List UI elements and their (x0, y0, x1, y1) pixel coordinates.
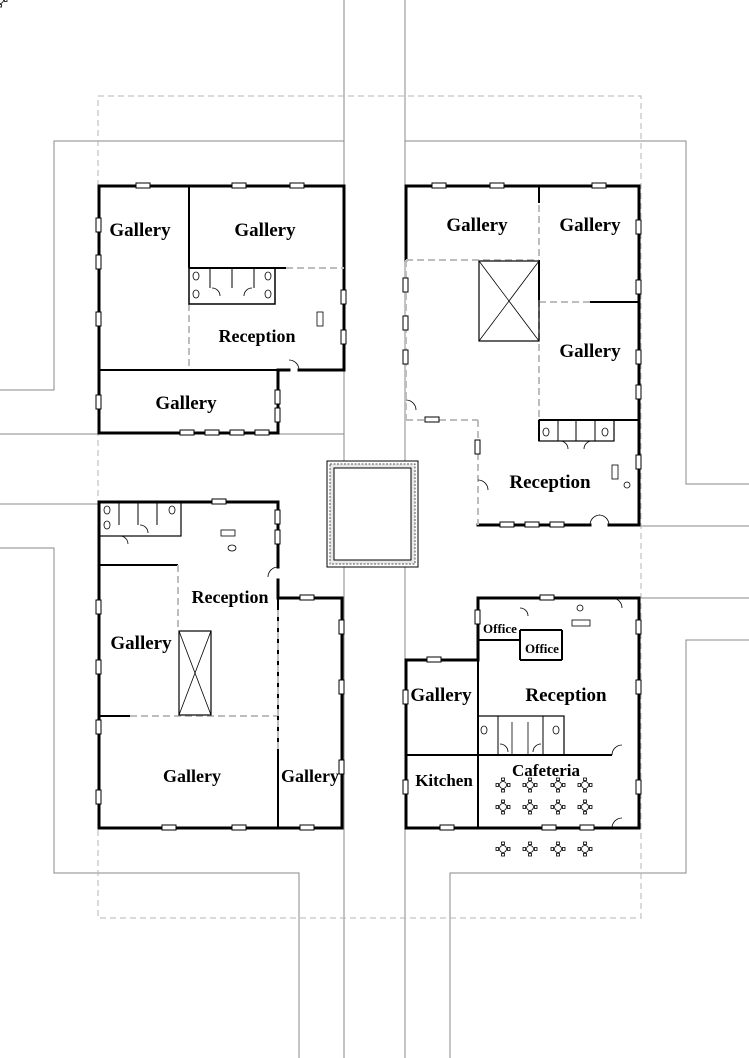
room-label-gallery: Gallery (155, 393, 217, 414)
room-label-gallery: Gallery (559, 215, 621, 236)
room-label-reception: Reception (219, 326, 296, 346)
room-label-reception: Reception (509, 472, 591, 493)
room-label-reception: Reception (192, 587, 269, 607)
restroom-block (538, 419, 615, 450)
room-label-gallery: Gallery (110, 633, 172, 654)
restroom-block (477, 715, 565, 756)
room-label-office: Office (525, 641, 559, 656)
restroom-block (188, 267, 276, 305)
skylight (478, 260, 540, 342)
stair (178, 630, 212, 716)
room-label-kitchen: Kitchen (415, 771, 473, 790)
room-label-gallery: Gallery (410, 685, 472, 706)
room-label-reception: Reception (525, 685, 607, 706)
room-label-gallery: Gallery (163, 766, 221, 786)
room-label-gallery: Gallery (234, 220, 296, 241)
room-label-gallery: Gallery (109, 220, 171, 241)
building-northeast: Gallery Gallery Gallery Reception (402, 182, 642, 528)
building-southeast: Office Office Gallery Reception Kitchen … (0, 0, 642, 857)
restroom-block (98, 501, 182, 545)
room-label-gallery: Gallery (446, 215, 508, 236)
room-label-gallery: Gallery (281, 766, 339, 786)
building-northwest: Gallery Gallery Reception Gallery (95, 182, 347, 436)
room-label-office: Office (483, 621, 517, 636)
room-label-cafeteria: Cafeteria (512, 761, 580, 780)
building-southwest: Reception Gallery Gallery Gallery (95, 498, 345, 831)
room-label-gallery: Gallery (559, 341, 621, 362)
cafeteria-tables (0, 0, 593, 857)
courtyard-pool (326, 460, 419, 568)
